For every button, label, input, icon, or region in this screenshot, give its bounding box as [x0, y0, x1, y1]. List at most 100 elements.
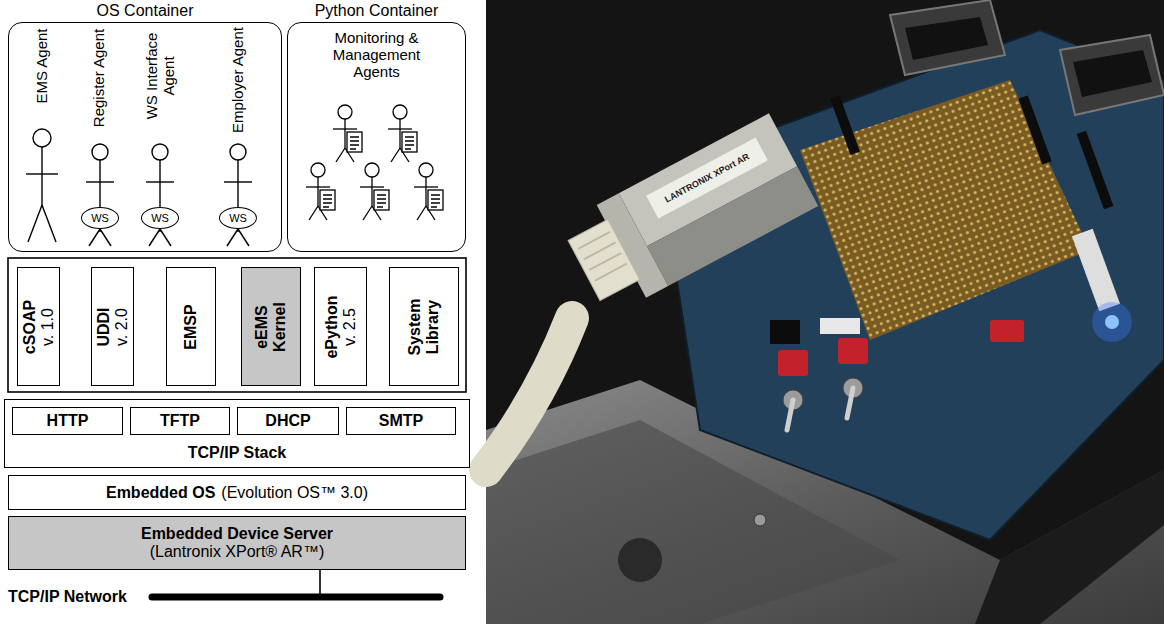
ws-badge: WS — [81, 207, 119, 229]
protocol-box: DHCP — [237, 407, 339, 435]
figure-body — [425, 177, 426, 206]
figure-leg — [363, 206, 372, 220]
protocol-box: EMSP — [166, 267, 216, 386]
figure-body — [399, 119, 400, 148]
figure-head — [230, 144, 246, 160]
toggle-switch — [778, 350, 808, 430]
monitor-agent — [306, 163, 335, 220]
perfboard-area — [800, 80, 1090, 340]
text-holder: Python ContainerMonitoring & Management … — [287, 0, 466, 80]
protocol-box: HTTP — [12, 407, 123, 435]
led-glow — [1092, 302, 1132, 342]
box-title: TCP/IP Stack — [5, 444, 469, 462]
figure-arms — [333, 128, 357, 129]
monitor-agent — [388, 105, 417, 162]
pin-header — [1077, 131, 1114, 210]
protocol-box: UDDIv. 2.0 — [91, 267, 134, 386]
pin-header — [830, 95, 860, 155]
figure-arms — [224, 181, 252, 182]
monitor-agent — [333, 105, 362, 162]
box-title: WS — [151, 212, 169, 224]
figure-leg — [160, 229, 171, 246]
text-holder: UDDIv. 2.0 — [95, 307, 131, 346]
runtime-box: ePythonv. 2.5 — [314, 267, 367, 386]
box-title: SMTP — [379, 412, 423, 430]
agent-name: EMS Agent — [34, 28, 51, 103]
label-holder: EMS Agent — [34, 28, 51, 103]
figure-arms — [146, 181, 174, 182]
box-title: EMSP — [182, 304, 200, 349]
text-holder: HTTP — [13, 408, 122, 434]
box-title: DHCP — [265, 412, 310, 430]
box-title: Embedded Device Server — [141, 525, 333, 543]
switch-lever — [787, 400, 793, 430]
agent-name: Employer Agent — [230, 27, 247, 133]
agent-name: WS Interface Agent — [144, 26, 178, 126]
box-title: ePython — [323, 295, 341, 358]
pin-header — [770, 320, 800, 344]
figure-leg — [309, 206, 318, 220]
monitor-agent — [414, 163, 443, 220]
figure-head — [92, 144, 108, 160]
text-holder: cSOAPv. 1.0 — [21, 299, 57, 353]
figure-arms — [306, 186, 330, 187]
box-subtitle: Monitoring & Management Agents — [312, 30, 442, 80]
connector-face — [905, 17, 988, 60]
db9-connector — [890, 0, 1005, 75]
stack-band: TCP/IP Stack HTTP TFTP DHCP SMTP — [4, 399, 470, 468]
box-title: OS Container — [97, 0, 194, 22]
box-subtitle: (Lantronix XPort® AR™) — [150, 543, 325, 561]
board-photo — [486, 0, 1164, 624]
figure-leg — [89, 229, 100, 246]
plug-ribs — [578, 232, 627, 281]
toggle-switch — [838, 338, 868, 418]
white-connector — [820, 318, 860, 334]
figure-leg — [28, 205, 42, 242]
document-lines — [377, 195, 386, 207]
reset-button — [990, 320, 1024, 342]
python-container: Python ContainerMonitoring & Management … — [287, 0, 466, 252]
figure-body — [371, 177, 372, 206]
kernel-box: eEMS Kernel — [241, 267, 301, 386]
label-holder: Employer Agent — [230, 27, 247, 133]
document-icon — [428, 190, 443, 210]
text-holder: Embedded Device Server(Lantronix XPort® … — [9, 517, 465, 569]
agent-figures — [26, 129, 252, 246]
switch-lever — [847, 388, 853, 418]
box-title: UDDI — [95, 307, 113, 346]
figure-leg — [227, 229, 238, 246]
figure-head — [365, 163, 379, 177]
pcb-board — [660, 30, 1164, 540]
protocol-box: cSOAPv. 1.0 — [17, 267, 60, 386]
db9-connector — [1060, 35, 1164, 115]
box-title: Python Container — [315, 0, 439, 22]
text-holder: TCP/IP Stack — [5, 444, 469, 462]
figure-arms — [86, 181, 114, 182]
text-holder: eEMS Kernel — [253, 296, 289, 358]
figure-leg — [100, 229, 111, 246]
blue-led — [1105, 315, 1119, 329]
figure-head — [311, 163, 325, 177]
box-subtitle: (Evolution OS™ 3.0) — [221, 484, 368, 502]
text-holder: WS — [82, 208, 118, 228]
rj45-plug — [568, 219, 640, 300]
text-holder: WS — [220, 208, 256, 228]
text-holder: OS Container — [8, 0, 282, 22]
figure-arms — [26, 173, 58, 174]
text-holder: DHCP — [238, 408, 338, 434]
monitor-agent — [360, 163, 389, 220]
ws-badge: WS — [141, 207, 179, 229]
label-holder: WS Interface Agent — [144, 26, 178, 126]
switch-body — [838, 338, 868, 364]
figure-body — [317, 177, 318, 206]
os-band: Embedded OS(Evolution OS™ 3.0) — [8, 475, 466, 510]
module-sticker — [646, 137, 768, 218]
text-holder: TFTP — [131, 408, 229, 434]
ethernet-cable — [486, 318, 572, 470]
python-agent-figures — [306, 105, 443, 220]
network-label: TCP/IP Network — [8, 588, 127, 606]
box-subtitle: v. 2.0 — [113, 307, 131, 346]
text-holder: ePythonv. 2.5 — [323, 295, 359, 358]
figure-head — [338, 105, 352, 119]
chassis-hole — [618, 538, 662, 582]
